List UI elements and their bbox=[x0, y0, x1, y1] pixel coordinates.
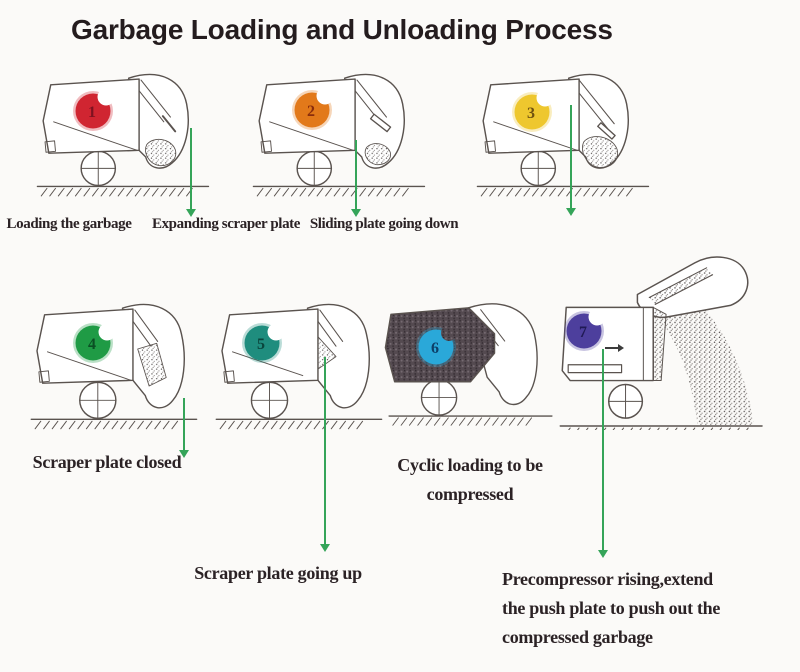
wheel bbox=[520, 150, 557, 187]
ground bbox=[476, 185, 650, 197]
step-4-down-arrow-icon bbox=[179, 398, 189, 458]
scraper-plate bbox=[369, 113, 392, 133]
ground bbox=[30, 418, 198, 430]
step-4-marker: 4 bbox=[73, 323, 113, 363]
step-7-label: Precompressor rising,extend the push pla… bbox=[502, 569, 721, 647]
truck-illustration-step-4 bbox=[30, 303, 198, 430]
step-1-marker: 1 bbox=[73, 91, 113, 131]
step-3-marker: 3 bbox=[512, 92, 552, 132]
tailgate-hopper bbox=[343, 73, 405, 169]
wheel bbox=[296, 150, 333, 187]
step-6-marker: 6 bbox=[416, 327, 456, 367]
wheel bbox=[420, 379, 458, 416]
ground bbox=[388, 415, 553, 426]
wheel bbox=[250, 381, 289, 420]
truck-illustration-step-5 bbox=[215, 303, 383, 430]
truck-illustration-step-3 bbox=[476, 73, 650, 197]
truck-illustration-step-6 bbox=[384, 303, 553, 426]
chute-garbage bbox=[137, 342, 167, 387]
raised-tailgate bbox=[636, 256, 749, 318]
step-2-label: Expanding scraper plate bbox=[151, 216, 301, 232]
step-2-number: 2 bbox=[307, 103, 315, 120]
diagram-title: Garbage Loading and Unloading Process bbox=[71, 14, 613, 45]
push-direction-arrow-icon bbox=[605, 344, 624, 352]
step-5-marker: 5 bbox=[242, 323, 282, 363]
ground bbox=[36, 185, 210, 197]
step-2-down-arrow-icon bbox=[351, 140, 361, 217]
step-6-label: Cyclic loading to be compressed bbox=[397, 455, 543, 504]
step-1-number: 1 bbox=[88, 104, 96, 121]
step-5-label: Scraper plate going up bbox=[194, 563, 362, 583]
step-7-marker: 7 bbox=[564, 311, 604, 351]
truck-body bbox=[561, 306, 667, 382]
garbage-stream bbox=[649, 299, 755, 427]
wheel bbox=[607, 383, 644, 419]
ground bbox=[215, 418, 383, 430]
sliding-plate bbox=[597, 122, 616, 140]
truck-illustration-step-7 bbox=[559, 256, 763, 430]
step-7-down-arrow-icon bbox=[598, 349, 608, 558]
tailgate-hopper bbox=[127, 73, 189, 169]
step-3-down-arrow-icon bbox=[566, 105, 576, 216]
step-5-number: 5 bbox=[257, 336, 265, 353]
step-7-number: 7 bbox=[579, 324, 587, 341]
step-1-label: Loading the garbage bbox=[6, 216, 132, 232]
step-4-label: Scraper plate closed bbox=[32, 452, 182, 472]
step-3-label: Sliding plate going down bbox=[309, 216, 459, 232]
step-3-number: 3 bbox=[527, 105, 535, 122]
truck-illustration-step-2 bbox=[252, 73, 426, 197]
push-plate bbox=[567, 364, 623, 374]
ground bbox=[559, 425, 763, 430]
step-1-down-arrow-icon bbox=[186, 128, 196, 217]
hopper-garbage bbox=[364, 143, 391, 166]
wheel bbox=[80, 150, 117, 187]
step-4-number: 4 bbox=[88, 336, 96, 353]
step-5-down-arrow-icon bbox=[320, 357, 330, 552]
step-2-marker: 2 bbox=[292, 90, 332, 130]
hopper-garbage bbox=[145, 138, 177, 166]
wheel bbox=[79, 381, 117, 420]
hopper-garbage bbox=[582, 136, 619, 168]
ground bbox=[252, 185, 426, 197]
truck-illustration-step-1 bbox=[36, 73, 210, 197]
step-6-number: 6 bbox=[431, 340, 439, 357]
